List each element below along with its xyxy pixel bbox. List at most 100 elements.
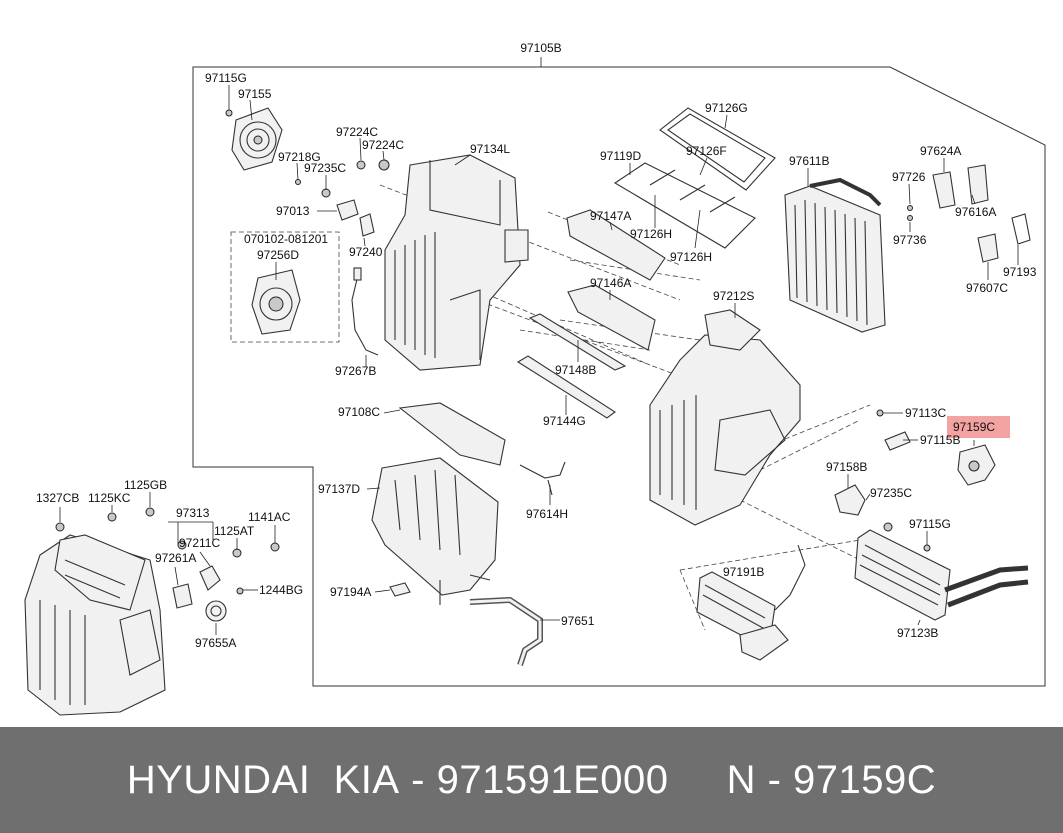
part-label: 97105B	[520, 41, 561, 55]
complete-assembly	[24, 534, 166, 716]
part-label: 97123B	[897, 626, 938, 640]
part-label: 97267B	[335, 364, 376, 378]
part-label: 97194A	[330, 585, 371, 599]
part-label: 97726	[892, 170, 926, 184]
part-label: 97736	[893, 233, 927, 247]
part-label: 97261A	[155, 551, 196, 565]
part-label: 97191B	[723, 565, 764, 579]
part-label: 97144G	[543, 414, 586, 428]
part-label: 97113C	[905, 406, 946, 420]
part-label: 97148B	[555, 363, 596, 377]
assembly-frame	[192, 66, 1046, 687]
part-label: 97224C	[362, 138, 404, 152]
motor-97256D	[251, 269, 301, 335]
door-97146A	[567, 284, 656, 351]
part-label: 1125AT	[214, 524, 255, 538]
part-label: 1244BG	[259, 583, 303, 597]
part-label: 97614H	[526, 507, 568, 521]
part-label: 97119D	[600, 149, 641, 163]
diagram-canvas: 97105B97115G9715597218G97224C97224C97235…	[24, 41, 1046, 716]
housing-right	[649, 309, 801, 526]
heater-core-97123B	[854, 529, 1029, 621]
reference-code: N - 97159C	[726, 757, 937, 802]
part-label: 97611B	[789, 154, 829, 168]
actuator-97159C	[957, 444, 996, 486]
part-label: 97126G	[705, 101, 748, 115]
part-label: 97146A	[590, 276, 631, 290]
door-97144G	[516, 355, 616, 419]
valve-97616A	[967, 164, 989, 205]
part-label: 97013	[276, 204, 310, 218]
strips-97126F	[649, 169, 736, 213]
blower-fan	[231, 107, 283, 171]
evaporator-97611B	[784, 177, 886, 333]
leader-lines	[59, 85, 1019, 635]
case-97137D	[371, 457, 499, 605]
seal-97126G	[659, 107, 776, 191]
separator: -	[399, 757, 437, 802]
part-label: 97211C	[179, 536, 220, 550]
part-label: 97115B	[920, 433, 960, 447]
core-97191B	[696, 544, 806, 661]
part-label: 97126F	[686, 144, 727, 158]
part-label: 97159C	[953, 420, 995, 434]
part-label: 97147A	[590, 209, 631, 223]
part-label: 070102-081201	[244, 232, 328, 246]
part-label: 97158B	[826, 460, 867, 474]
part-label: 97235C	[304, 161, 346, 175]
gasket-97193	[1011, 213, 1031, 245]
part-label: 97212S	[713, 289, 754, 303]
part-label: 97651	[561, 614, 595, 628]
gasket-97607C	[977, 233, 999, 263]
footer-banner: HYUNDAI KIA - 971591E000 N - 97159C	[0, 727, 1063, 833]
tray-97108C	[398, 402, 506, 466]
part-number: 971591E000	[436, 757, 669, 802]
part-label: 97115G	[205, 71, 247, 85]
part-label: 97235C	[870, 486, 912, 500]
part-label: 97256D	[257, 248, 299, 262]
clip-97194A	[389, 582, 411, 597]
lever-97158B	[834, 484, 866, 516]
housing-left	[384, 154, 529, 371]
connector	[353, 267, 362, 281]
hose-97651	[469, 596, 543, 666]
screws	[225, 109, 931, 552]
highlight-box	[947, 416, 1010, 438]
part-label: 1141AC	[248, 510, 291, 524]
plate-97211C	[199, 565, 221, 591]
part-label: 97134L	[470, 142, 510, 156]
filter-97119D	[613, 162, 756, 249]
part-label: 97126H	[670, 250, 712, 264]
filter-97147A	[566, 209, 666, 281]
part-label: 97224C	[336, 125, 378, 139]
spacer	[669, 758, 727, 803]
part-labels: 97105B97115G9715597218G97224C97224C97235…	[36, 41, 1037, 650]
part-label: 97607C	[966, 281, 1008, 295]
gasket-97624A	[932, 171, 956, 209]
part-label: 1125GB	[124, 478, 167, 492]
seal-97655A	[205, 600, 227, 622]
part-label: 1125KC	[88, 491, 131, 505]
actuator-97013	[336, 199, 359, 221]
part-label: 97108C	[338, 405, 380, 419]
bracket-97240	[359, 213, 375, 237]
part-label: 97126H	[630, 227, 672, 241]
part-label: 97624A	[920, 144, 961, 158]
part-label: 1327CB	[36, 491, 79, 505]
sensor-97614H	[519, 461, 566, 496]
part-label: 97655A	[195, 636, 236, 650]
part-label: 97616A	[955, 205, 996, 219]
part-label: 97193	[1003, 265, 1037, 279]
arm-97115B	[884, 431, 911, 451]
part-label: 97240	[349, 245, 383, 259]
wire-97267B	[351, 274, 379, 356]
brand-text: HYUNDAI KIA	[126, 757, 400, 802]
variant-box	[230, 231, 340, 343]
bracket-97261A	[172, 583, 193, 609]
part-label: 97115G	[909, 517, 951, 531]
part-label: 97313	[176, 506, 210, 520]
door-97148B	[528, 313, 627, 371]
part-label: 97218G	[278, 150, 321, 164]
part-label: 97137D	[318, 482, 360, 496]
